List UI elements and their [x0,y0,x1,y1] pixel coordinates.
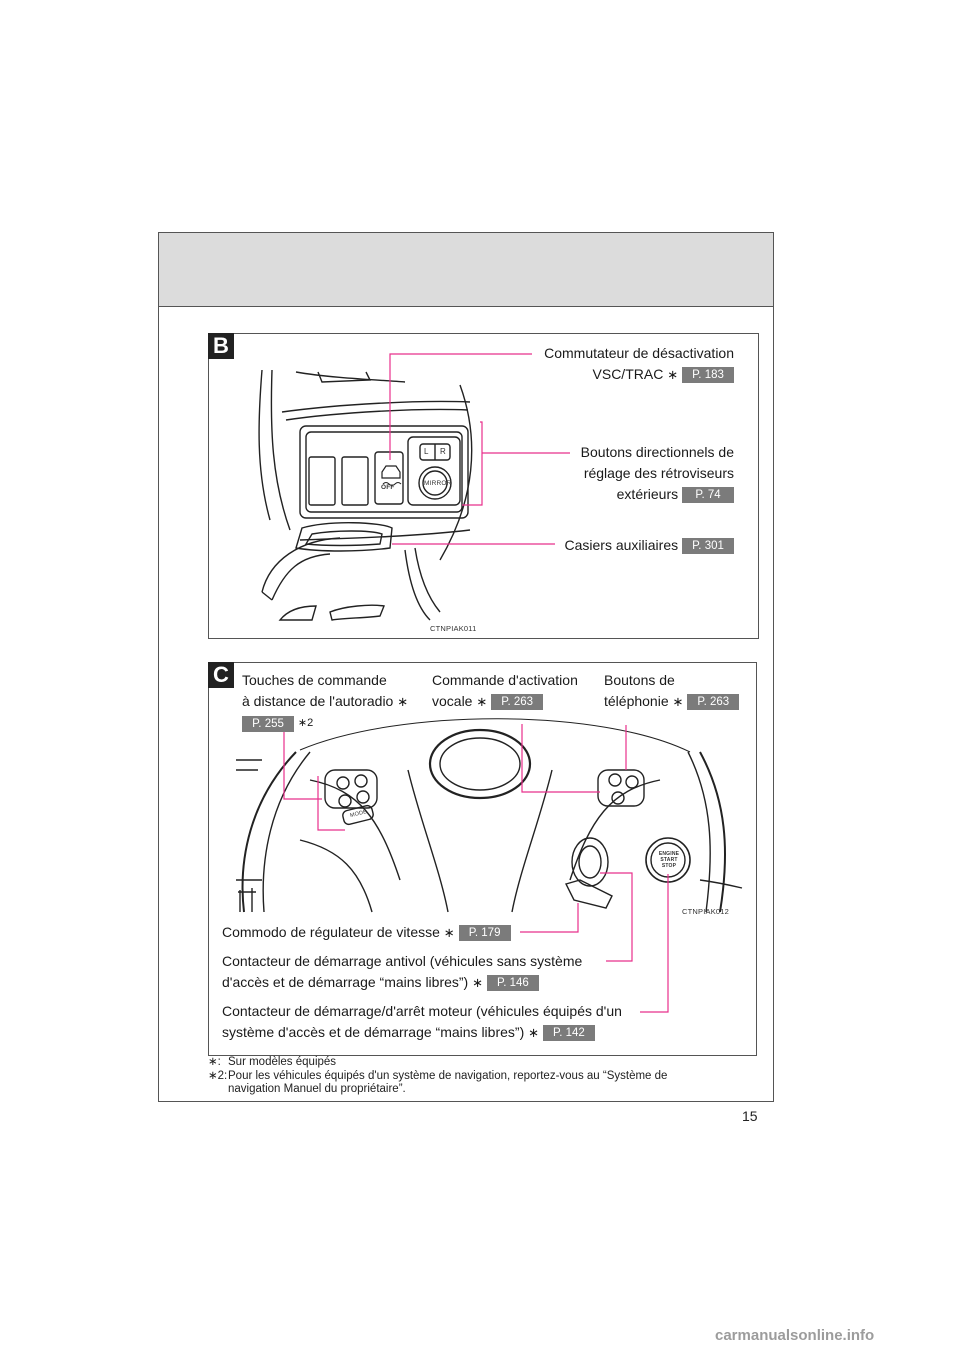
optional-star: ∗ [397,694,409,709]
ignition-switch-callout: Contacteur de démarrage antivol (véhicul… [222,951,582,993]
optional-star: ∗ [672,694,684,709]
phone-line2: téléphonie [604,693,669,709]
aux-boxes-label: Casiers auxiliaires [564,537,679,553]
vsc-trac-callout: Commutateur de désactivation VSC/TRAC ∗ … [480,343,734,385]
optional-star: ∗ [528,1025,540,1040]
section-b-image-code: CTNPIAK011 [430,624,477,633]
page-ref-badge[interactable]: P. 301 [682,538,734,555]
ignition-line2-row: d'accès et de démarrage “mains libres”) … [222,972,582,993]
engine-label-line1: ENGINE [658,851,680,857]
header-band [158,232,773,307]
optional-star: ∗ [667,367,679,382]
section-b-callout-lines [389,353,570,545]
page-ref-badge[interactable]: P. 142 [542,1025,595,1042]
footnote-text-line2: navigation Manuel du propriétaire”. [228,1083,406,1095]
note-mark: ∗2 [297,717,314,729]
mirror-line1: Boutons directionnels de [580,444,734,460]
section-c-image-code: CTNPIAK012 [682,907,730,916]
page-ref-badge[interactable]: P. 146 [486,975,539,992]
mirror-line3-row: extérieurs P. 74 [480,484,734,505]
vsc-trac-line1: Commutateur de désactivation [544,345,734,361]
page-number: 15 [742,1108,758,1124]
audio-remote-callout: Touches de commande à distance de l'auto… [242,670,408,734]
voice-command-callout: Commande d'activation vocale ∗ P. 263 [432,670,578,712]
optional-star: ∗ [472,975,484,990]
engine-line2-row: système d'accès et de démarrage “mains l… [222,1022,622,1043]
engine-label-line2: START [660,857,678,863]
page-ref-badge[interactable]: P. 263 [687,694,740,711]
engine-line2: système d'accès et de démarrage “mains l… [222,1024,525,1040]
off-switch-label: OFF [381,484,395,491]
vsc-trac-line2-row: VSC/TRAC ∗ P. 183 [480,364,734,385]
dashboard-illustration [258,369,473,621]
ignition-line1: Contacteur de démarrage antivol (véhicul… [222,953,583,969]
ignition-line2: d'accès et de démarrage “mains libres”) [222,974,469,990]
mirror-line2: réglage des rétroviseurs [583,465,734,481]
phone-line2-row: téléphonie ∗ P. 263 [604,691,740,712]
engine-start-stop-label: ENGINE START STOP [658,851,680,869]
section-c-panel [208,662,757,1056]
section-c-callout-lines [283,724,669,1013]
mirror-switch-label: MIRROR [424,480,452,487]
footnote-text: Pour les véhicules équipés d'un système … [228,1070,668,1082]
mirror-buttons-callout: Boutons directionnels de réglage des rét… [480,442,734,505]
page-ref-badge[interactable]: P. 255 [242,716,294,733]
footnote-mark: ∗2: [208,1070,228,1082]
mirror-l-label: L [424,447,429,456]
optional-star: ∗ [443,925,455,940]
mirror-r-label: R [440,447,446,456]
section-b-letter: B [208,333,234,359]
left-margin-line [158,232,159,1102]
footnote-1: ∗: Sur modèles équipés [208,1056,336,1069]
footnote-mark: ∗: [208,1056,221,1068]
section-c-letter: C [208,662,234,688]
mirror-line3: extérieurs [616,486,679,502]
voice-line2-row: vocale ∗ P. 263 [432,691,578,712]
page-ref-badge[interactable]: P. 74 [682,487,734,504]
aux-boxes-callout: Casiers auxiliaires P. 301 [480,535,734,556]
phone-buttons-callout: Boutons de téléphonie ∗ P. 263 [604,670,740,712]
page-ref-badge[interactable]: P. 179 [458,925,511,942]
bottom-margin-line [158,1101,774,1102]
audio-line2: à distance de l'autoradio [242,693,394,709]
audio-line2-row: à distance de l'autoradio ∗ [242,691,408,712]
engine-line1: Contacteur de démarrage/d'arrêt moteur (… [222,1003,622,1019]
page-ref-badge[interactable]: P. 183 [682,367,734,384]
cruise-label: Commodo de régulateur de vitesse [222,924,440,940]
vsc-trac-line2: VSC/TRAC [592,366,664,382]
footnote-text: Sur modèles équipés [228,1056,337,1068]
voice-line2: vocale [432,693,473,709]
engine-label-line3: STOP [661,863,677,869]
audio-ref-row: P. 255 ∗2 [242,713,408,734]
footnote-2: ∗2:Pour les véhicules équipés d'un systè… [208,1070,667,1096]
audio-line1: Touches de commande [242,672,387,688]
page-ref-badge[interactable]: P. 263 [491,694,544,711]
cruise-control-callout: Commodo de régulateur de vitesse ∗ P. 17… [222,922,511,943]
watermark[interactable]: carmanualsonline.info [715,1327,875,1344]
optional-star: ∗ [476,694,488,709]
right-margin-line [773,232,774,1102]
steering-wheel-illustration [236,718,743,913]
engine-switch-callout: Contacteur de démarrage/d'arrêt moteur (… [222,1001,622,1043]
voice-line1: Commande d'activation [432,672,578,688]
phone-line1: Boutons de [604,672,675,688]
